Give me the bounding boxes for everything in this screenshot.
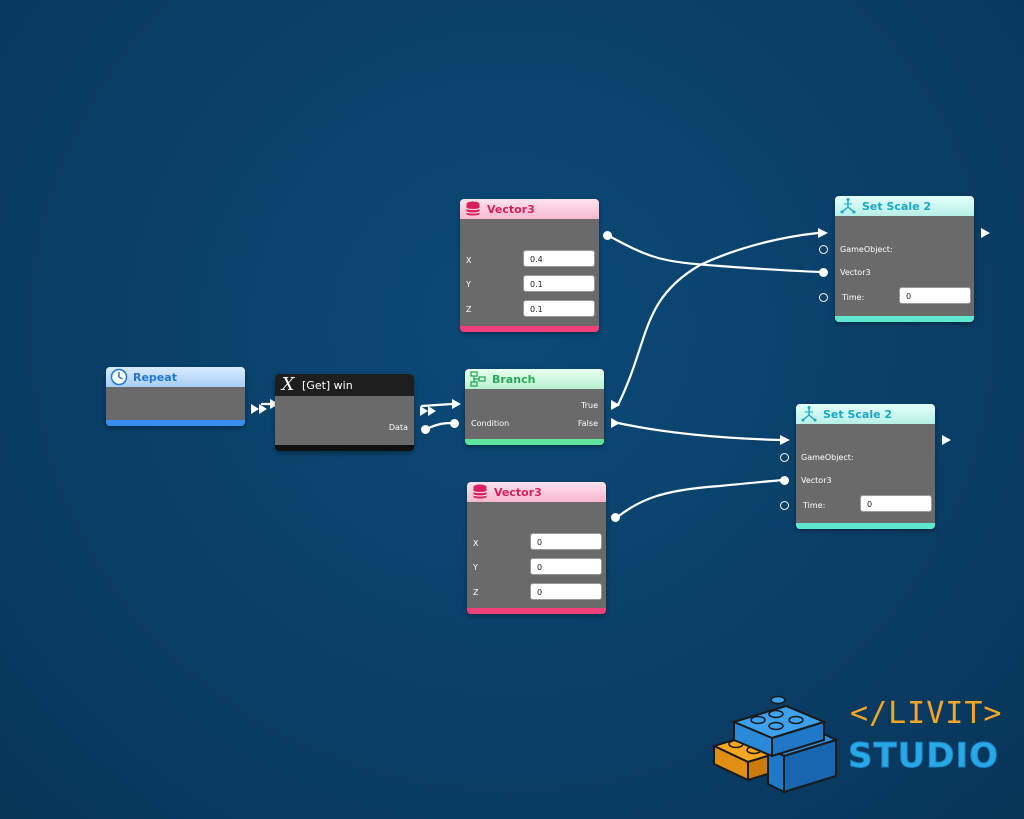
vector3-bottom-x-field[interactable]: 0 [530, 533, 602, 550]
set-scale-top-flow-out-port[interactable] [981, 228, 990, 238]
set-scale-bottom-time-in-port[interactable] [780, 501, 789, 510]
wire-get-to-branch-flow [420, 402, 454, 408]
set-scale-top-node[interactable]: Set Scale 2 GameObject: Vector3 Time: 0 [835, 196, 974, 322]
get-win-node[interactable]: X [Get] win Data [275, 374, 414, 451]
vector3-bottom-node[interactable]: Vector3 X 0 Y 0 Z 0 [467, 482, 606, 614]
vector3-bottom-x-label: X [473, 539, 479, 548]
vector3-bottom-node-header[interactable]: Vector3 [467, 482, 606, 502]
branch-node-title: Branch [492, 372, 536, 386]
transform-axes-icon [839, 197, 857, 215]
branch-node-footer [465, 439, 604, 445]
repeat-node-footer [106, 420, 245, 426]
branch-condition-label: Condition [471, 419, 510, 428]
vector3-top-x-field[interactable]: 0.4 [523, 250, 595, 267]
set-scale-bottom-node-header[interactable]: Set Scale 2 [796, 404, 935, 424]
vector3-bottom-node-title: Vector3 [494, 485, 542, 499]
wire-true-to-scale-top [616, 231, 820, 407]
logo-text-studio: STUDIO [847, 736, 1000, 777]
get-win-node-header[interactable]: X [Get] win [275, 374, 414, 396]
get-win-flow-out-port[interactable] [420, 401, 440, 420]
set-scale-top-gameobject-in-port[interactable] [819, 245, 828, 254]
set-scale-top-time-in-port[interactable] [819, 293, 828, 302]
branch-icon [469, 370, 487, 388]
set-scale-bottom-gameobject-in-port[interactable] [780, 453, 789, 462]
set-scale-bottom-node-footer [796, 523, 935, 529]
vector3-bottom-y-field[interactable]: 0 [530, 558, 602, 575]
set-scale-bottom-node-title: Set Scale 2 [823, 407, 893, 421]
get-win-node-footer [275, 445, 414, 451]
set-scale-top-vector3-label: Vector3 [840, 268, 871, 277]
branch-node-header[interactable]: Branch [465, 369, 604, 389]
branch-node[interactable]: Branch True Condition False [465, 369, 604, 445]
wire-false-to-scale-bottom [616, 421, 782, 442]
transform-axes-icon [800, 405, 818, 423]
get-win-data-label: Data [388, 423, 408, 432]
vector3-top-z-field[interactable]: 0.1 [523, 300, 595, 317]
branch-true-out-port[interactable] [611, 400, 620, 410]
set-scale-bottom-time-field[interactable]: 0 [860, 495, 932, 512]
vector3-top-y-field[interactable]: 0.1 [523, 275, 595, 292]
branch-true-label: True [581, 401, 598, 410]
livit-studio-logo: </LIVIT> STUDIO [708, 688, 1008, 798]
vector3-top-node[interactable]: Vector3 X 0.4 Y 0.1 Z 0.1 [460, 199, 599, 332]
set-scale-bottom-gameobject-label: GameObject: [801, 453, 854, 462]
vector3-top-z-label: Z [466, 305, 472, 314]
set-scale-bottom-flow-out-port[interactable] [942, 435, 951, 445]
set-scale-bottom-vector3-in-port[interactable] [780, 476, 789, 485]
branch-false-out-port[interactable] [611, 418, 620, 428]
repeat-node[interactable]: Repeat [106, 367, 245, 426]
vector3-bottom-y-label: Y [473, 563, 478, 572]
set-scale-top-vector3-in-port[interactable] [819, 268, 828, 277]
wire-vec-top-to-scale-top [607, 234, 825, 274]
repeat-node-header[interactable]: Repeat [106, 367, 245, 387]
set-scale-bottom-time-label: Time: [803, 501, 826, 510]
vector3-top-node-header[interactable]: Vector3 [460, 199, 599, 219]
vector3-bottom-out-port[interactable] [611, 513, 620, 522]
logo-text-livit: </LIVIT> [850, 696, 1003, 731]
set-scale-top-time-field[interactable]: 0 [899, 287, 971, 304]
database-icon [471, 483, 489, 501]
set-scale-top-gameobject-label: GameObject: [840, 245, 893, 254]
set-scale-top-node-footer [835, 316, 974, 322]
set-scale-top-time-label: Time: [842, 293, 865, 302]
repeat-node-title: Repeat [133, 370, 177, 384]
vector3-top-y-label: Y [466, 280, 471, 289]
get-win-node-title: [Get] win [302, 378, 353, 392]
repeat-flow-out-port[interactable] [251, 399, 271, 418]
get-win-data-out-port[interactable] [421, 425, 430, 434]
vector3-bottom-z-label: Z [473, 588, 479, 597]
database-icon [464, 200, 482, 218]
branch-condition-in-port[interactable] [450, 419, 459, 428]
vector3-bottom-z-field[interactable]: 0 [530, 583, 602, 600]
set-scale-bottom-vector3-label: Vector3 [801, 476, 832, 485]
vector3-top-node-footer [460, 326, 599, 332]
set-scale-top-node-header[interactable]: Set Scale 2 [835, 196, 974, 216]
set-scale-bottom-node[interactable]: Set Scale 2 GameObject: Vector3 Time: 0 [796, 404, 935, 529]
vector3-bottom-node-footer [467, 608, 606, 614]
vector3-top-x-label: X [466, 256, 472, 265]
set-scale-top-node-title: Set Scale 2 [862, 199, 932, 213]
vector3-top-node-title: Vector3 [487, 202, 535, 216]
vector3-top-out-port[interactable] [603, 231, 612, 240]
clock-icon [110, 368, 128, 386]
lego-bricks-icon [711, 695, 838, 794]
variable-x-icon: X [281, 374, 295, 395]
wire-vec-bottom-to-scale-bottom [614, 478, 786, 520]
branch-false-label: False [577, 419, 598, 428]
